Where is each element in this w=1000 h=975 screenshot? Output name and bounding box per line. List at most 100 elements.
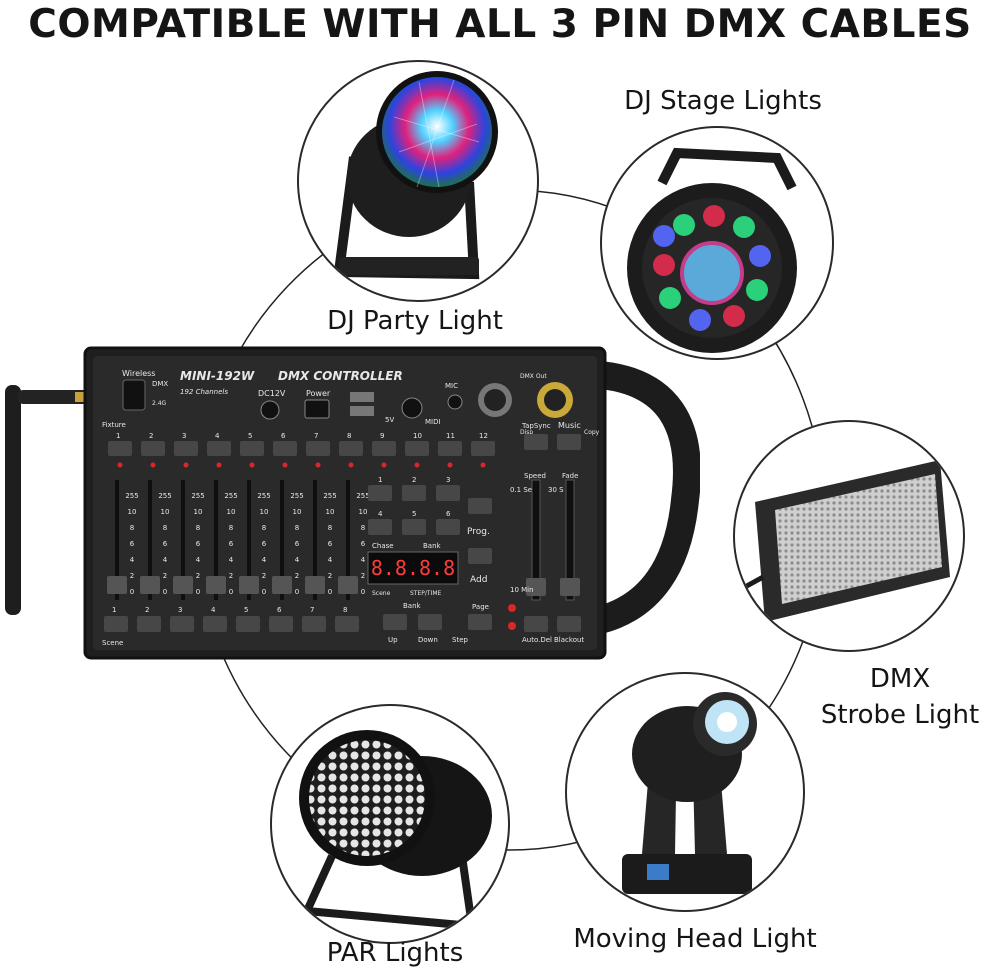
dc-label: DC12V	[258, 389, 286, 398]
channel-fader[interactable]	[272, 576, 292, 594]
antenna	[5, 385, 21, 615]
scene-button[interactable]	[203, 616, 227, 632]
scene-button[interactable]	[236, 616, 260, 632]
bank-up-button[interactable]	[383, 614, 407, 630]
keypad-button[interactable]	[402, 519, 426, 535]
fixture-button[interactable]	[471, 441, 495, 456]
channel-fader[interactable]	[206, 576, 226, 594]
page-headline: COMPATIBLE WITH ALL 3 PIN DMX CABLES	[28, 2, 972, 47]
auto-del-button[interactable]	[524, 616, 548, 632]
step-label: Step	[452, 636, 468, 644]
chase-label: Chase	[372, 542, 394, 550]
fixture-led	[117, 462, 123, 468]
scene-button[interactable]	[269, 616, 293, 632]
auto-del-label: Auto.Del	[522, 636, 552, 644]
fader-scale-label: 10	[128, 508, 137, 516]
bank-label-top: Bank	[423, 542, 442, 550]
tap-sync-button[interactable]	[524, 434, 548, 450]
fader-scale-label: 6	[130, 540, 135, 548]
keypad-button[interactable]	[402, 485, 426, 501]
fixture-button[interactable]	[108, 441, 132, 456]
scene-button[interactable]	[170, 616, 194, 632]
usb-port-2[interactable]	[350, 406, 374, 416]
add-button[interactable]	[468, 548, 492, 564]
s30-label: 30 S	[548, 486, 564, 494]
fader-scale-label: 10	[359, 508, 368, 516]
fixture-led	[381, 462, 387, 468]
fixture-led	[414, 462, 420, 468]
fader-slot	[346, 480, 350, 600]
midi-port[interactable]	[401, 397, 423, 419]
fixture-button[interactable]	[306, 441, 330, 456]
fader-scale-label: 6	[163, 540, 168, 548]
bank-down-button[interactable]	[418, 614, 442, 630]
channel-fader[interactable]	[305, 576, 325, 594]
freq-label: 2.4G	[152, 400, 167, 407]
fixture-button[interactable]	[339, 441, 363, 456]
fixture-led	[183, 462, 189, 468]
scene-button[interactable]	[137, 616, 161, 632]
usb-port-1[interactable]	[350, 392, 374, 402]
scene-button[interactable]	[335, 616, 359, 632]
prog-label: Prog.	[467, 527, 490, 537]
channel-fader[interactable]	[338, 576, 358, 594]
party-light-circle	[297, 60, 539, 302]
mic-jack[interactable]	[447, 394, 463, 410]
channel-fader[interactable]	[173, 576, 193, 594]
fixture-number: 11	[446, 432, 455, 440]
fade-slot	[565, 479, 575, 601]
dc-jack[interactable]	[260, 400, 280, 420]
page-button[interactable]	[468, 614, 492, 630]
channel-fader[interactable]	[140, 576, 160, 594]
down-label: Down	[418, 636, 438, 644]
fader-scale-label: 8	[196, 524, 200, 532]
fixture-button[interactable]	[240, 441, 264, 456]
power-switch[interactable]	[304, 399, 330, 419]
speed-fader[interactable]	[526, 578, 546, 596]
fader-scale-label: 8	[130, 524, 134, 532]
fader-slot	[148, 480, 152, 600]
blackout-button[interactable]	[557, 616, 581, 632]
fixture-button[interactable]	[372, 441, 396, 456]
fixture-button[interactable]	[405, 441, 429, 456]
fixture-button[interactable]	[273, 441, 297, 456]
fixture-led	[249, 462, 255, 468]
channel-fader[interactable]	[107, 576, 127, 594]
scene-button[interactable]	[104, 616, 128, 632]
music-button[interactable]	[557, 434, 581, 450]
fader-scale-label: 2	[328, 572, 332, 580]
stage-lights-image	[627, 147, 797, 353]
fader-slot	[247, 480, 251, 600]
keypad-button[interactable]	[368, 519, 392, 535]
prog-button[interactable]	[468, 498, 492, 514]
fader-scale-label: 2	[130, 572, 134, 580]
keypad-number: 1	[378, 476, 382, 484]
keypad-button[interactable]	[436, 485, 460, 501]
fader-scale-label: 255	[257, 492, 270, 500]
speed-label: Speed	[524, 472, 546, 480]
fixture-number: 2	[149, 432, 153, 440]
fader-scale-label: 8	[229, 524, 233, 532]
fader-scale-label: 8	[328, 524, 332, 532]
keypad-button[interactable]	[368, 485, 392, 501]
keypad-button[interactable]	[436, 519, 460, 535]
stage-lights-caption: DJ Stage Lights	[624, 86, 822, 116]
scene-button[interactable]	[302, 616, 326, 632]
bank-label-bottom: Bank	[403, 602, 422, 610]
par-lights-image	[299, 730, 492, 931]
fade-fader[interactable]	[560, 578, 580, 596]
fader-scale-label: 255	[191, 492, 204, 500]
channel-fader[interactable]	[239, 576, 259, 594]
moving-head-circle	[565, 672, 805, 912]
keypad-number: 2	[412, 476, 416, 484]
fader-scale-label: 255	[323, 492, 336, 500]
fixture-button[interactable]	[141, 441, 165, 456]
fixture-button[interactable]	[174, 441, 198, 456]
fixture-number: 4	[215, 432, 220, 440]
scene-label: Scene	[102, 639, 123, 647]
fixture-button[interactable]	[438, 441, 462, 456]
carry-handle	[595, 361, 700, 634]
fixture-button[interactable]	[207, 441, 231, 456]
fader-scale-label: 4	[295, 556, 300, 564]
